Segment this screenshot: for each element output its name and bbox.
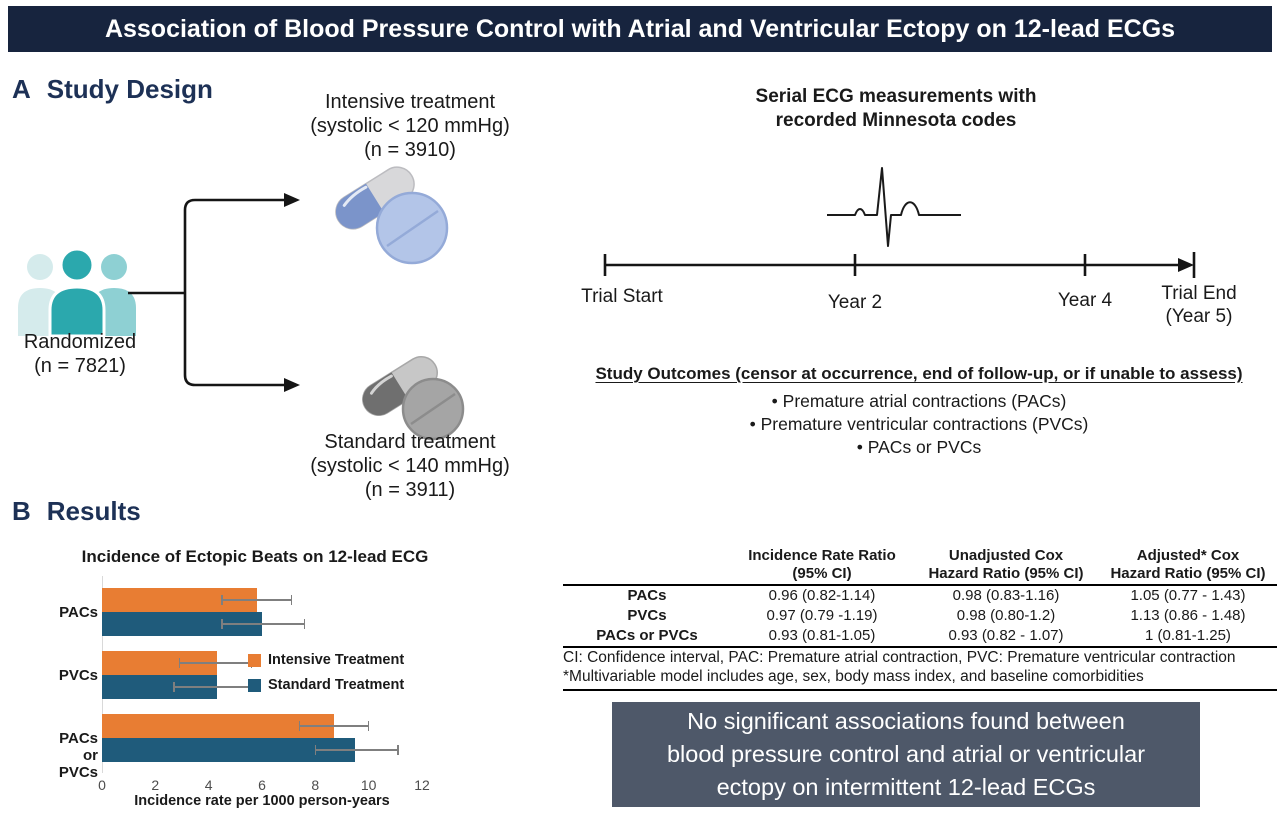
timeline-label-trial-start: Trial Start bbox=[581, 286, 663, 307]
incidence-bar-chart: Incidence of Ectopic Beats on 12-lead EC… bbox=[40, 543, 480, 811]
chart-bar bbox=[102, 714, 334, 738]
chart-error-bar-cap bbox=[303, 619, 306, 629]
chart-bar bbox=[102, 738, 356, 762]
chart-tick-label: 12 bbox=[414, 777, 430, 793]
chart-legend-entry: Standard Treatment bbox=[248, 677, 404, 693]
trial-timeline-axis bbox=[603, 252, 1196, 278]
table-header-adjusted: Adjusted* Cox Hazard Ratio (95% CI) bbox=[1110, 547, 1266, 582]
chart-error-bar-cap bbox=[221, 619, 223, 629]
chart-category-label: PACs or PVCs bbox=[58, 730, 98, 781]
cell-pacs-unadj: 0.98 (0.83-1.16) bbox=[952, 587, 1060, 604]
chart-x-axis-label: Incidence rate per 1000 person-years bbox=[134, 793, 390, 809]
panel-b-letter: B bbox=[12, 496, 31, 526]
chart-error-bar bbox=[222, 623, 305, 625]
chart-legend-label: Intensive Treatment bbox=[268, 652, 405, 668]
outcome-item-pacs: Premature atrial contractions (PACs) bbox=[560, 390, 1278, 413]
conclusion-box: No significant associations found betwee… bbox=[612, 702, 1200, 807]
ecg-measurements-heading: Serial ECG measurements with recorded Mi… bbox=[755, 86, 1037, 131]
table-row: PACs or PVCs 0.93 (0.81-1.05) 0.93 (0.82… bbox=[563, 626, 1277, 647]
panel-a-heading: A Study Design bbox=[12, 74, 213, 105]
chart-category-label: PVCs bbox=[58, 667, 98, 684]
row-label-pacs-or-pvcs: PACs or PVCs bbox=[596, 627, 698, 644]
chart-title: Incidence of Ectopic Beats on 12-lead EC… bbox=[81, 547, 429, 566]
cell-pvcs-irr: 0.97 (0.79 -1.19) bbox=[766, 607, 878, 624]
table-footnotes: CI: Confidence interval, PAC: Premature … bbox=[563, 648, 1277, 691]
chart-error-bar-cap bbox=[367, 721, 370, 731]
arrowhead-top bbox=[284, 193, 300, 207]
panel-a-title: Study Design bbox=[46, 74, 213, 104]
table-header-irr: Incidence Rate Ratio (95% CI) bbox=[748, 547, 896, 582]
panel-b-heading: B Results bbox=[12, 496, 141, 527]
randomization-branch-arrows bbox=[128, 193, 300, 392]
timeline-label-year-4: Year 4 bbox=[1057, 290, 1113, 311]
row-label-pacs: PACs bbox=[627, 587, 667, 604]
ecg-waveform-icon bbox=[827, 167, 961, 247]
table-row: PACs 0.96 (0.82-1.14) 0.98 (0.83-1.16) 1… bbox=[563, 585, 1277, 606]
intensive-arm-label: Intensive treatment (systolic < 120 mmHg… bbox=[310, 91, 510, 161]
chart-category-label: PACs bbox=[59, 604, 98, 621]
standard-arm-label: Standard treatment (systolic < 140 mmHg)… bbox=[310, 431, 510, 501]
table-header-unadjusted: Unadjusted Cox Hazard Ratio (95% CI) bbox=[928, 547, 1084, 582]
timeline-arrowhead bbox=[1178, 258, 1194, 272]
cell-pacspvcs-unadj: 0.93 (0.82 - 1.07) bbox=[948, 627, 1064, 644]
chart-error-bar bbox=[222, 599, 292, 601]
chart-error-bar-cap bbox=[221, 595, 223, 605]
pills-icon-standard bbox=[362, 356, 465, 441]
chart-error-bar-cap bbox=[178, 658, 181, 668]
row-label-pvcs: PVCs bbox=[627, 607, 667, 624]
table-header-empty bbox=[563, 546, 731, 585]
chart-tick-label: 2 bbox=[151, 777, 160, 793]
chart-legend-label: Standard Treatment bbox=[268, 677, 405, 693]
chart-error-bar bbox=[299, 725, 369, 727]
randomized-label: Randomized (n = 7821) bbox=[23, 331, 137, 377]
panel-b-title: Results bbox=[46, 496, 141, 526]
panel-a-letter: A bbox=[12, 74, 31, 104]
cell-pacspvcs-adj: 1 (0.81-1.25) bbox=[1145, 627, 1231, 644]
cell-pacs-irr: 0.96 (0.82-1.14) bbox=[768, 587, 876, 604]
chart-error-bar-cap bbox=[397, 745, 399, 755]
chart-error-bar bbox=[174, 686, 260, 688]
cell-pacs-adj: 1.05 (0.77 - 1.43) bbox=[1130, 587, 1246, 604]
timeline-label-year-2: Year 2 bbox=[827, 292, 883, 313]
chart-legend-swatch bbox=[248, 678, 261, 692]
chart-tick-label: 6 bbox=[258, 777, 266, 793]
figure-title-banner: Association of Blood Pressure Control wi… bbox=[8, 6, 1272, 52]
cell-pvcs-adj: 1.13 (0.86 - 1.48) bbox=[1130, 607, 1246, 624]
chart-error-bar-cap bbox=[290, 595, 293, 605]
chart-error-bar bbox=[179, 662, 252, 664]
chart-legend-entry: Intensive Treatment bbox=[248, 652, 404, 668]
chart-tick-label: 8 bbox=[311, 777, 320, 793]
hazard-ratio-table: Incidence Rate Ratio (95% CI) Unadjusted… bbox=[563, 546, 1277, 648]
table-header-row: Incidence Rate Ratio (95% CI) Unadjusted… bbox=[563, 546, 1277, 585]
table-row: PVCs 0.97 (0.79 -1.19) 0.98 (0.80-1.2) 1… bbox=[563, 606, 1277, 626]
chart-error-bar-cap bbox=[173, 682, 175, 692]
outcome-item-pvcs: Premature ventricular contractions (PVCs… bbox=[560, 413, 1278, 436]
chart-error-bar-cap bbox=[314, 745, 317, 755]
study-outcomes-list: Premature atrial contractions (PACs) Pre… bbox=[560, 390, 1278, 459]
people-icon bbox=[18, 250, 136, 336]
arrowhead-bottom bbox=[284, 378, 300, 392]
cell-pvcs-unadj: 0.98 (0.80-1.2) bbox=[956, 607, 1056, 624]
timeline-label-trial-end: Trial End (Year 5) bbox=[1161, 283, 1237, 327]
pills-icon-intensive bbox=[335, 166, 449, 265]
chart-tick-label: 4 bbox=[204, 777, 213, 793]
study-outcomes-heading: Study Outcomes (censor at occurrence, en… bbox=[595, 364, 1243, 383]
chart-legend-swatch bbox=[248, 653, 261, 667]
cell-pacspvcs-irr: 0.93 (0.81-1.05) bbox=[768, 627, 876, 644]
chart-error-bar-cap bbox=[298, 721, 301, 731]
chart-tick-label: 0 bbox=[98, 777, 106, 793]
outcome-item-pacs-or-pvcs: PACs or PVCs bbox=[560, 436, 1278, 459]
chart-tick-label: 10 bbox=[360, 777, 377, 793]
chart-error-bar bbox=[315, 749, 398, 751]
